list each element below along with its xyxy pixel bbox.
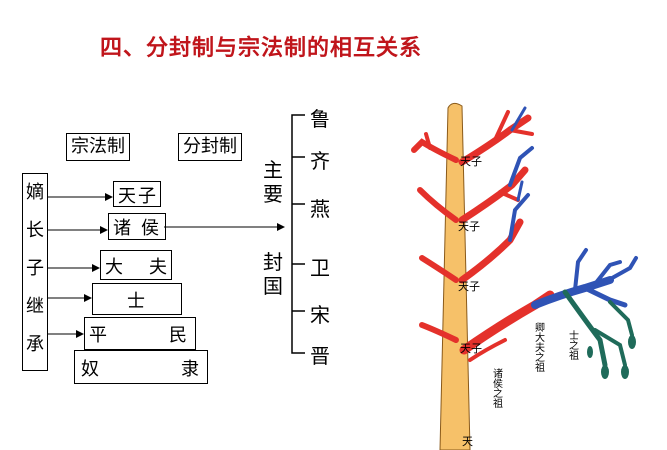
fief-label: 封 国 xyxy=(263,250,283,298)
state-lu: 鲁 xyxy=(310,107,330,131)
inheritance-char: 承 xyxy=(26,334,44,355)
trunk-label: 天子 xyxy=(458,220,480,233)
level-dafu: 大 夫 xyxy=(100,250,172,280)
dafu-branches xyxy=(508,106,638,309)
shi-label: 士之祖 xyxy=(567,329,579,361)
main-label: 主 要 xyxy=(263,158,283,206)
inheritance-column: 嫡 长 子 继 承 xyxy=(22,173,48,371)
page-title: 四、分封制与宗法制的相互关系 xyxy=(100,35,423,61)
level-shi: 士 xyxy=(92,283,182,315)
level-zhuhou: 诸 侯 xyxy=(108,213,166,240)
level-nuli: 奴 隶 xyxy=(74,350,208,384)
state-qi: 齐 xyxy=(310,149,330,173)
zhuhou-label: 诸侯之祖 xyxy=(491,368,503,409)
state-wei: 卫 xyxy=(310,256,330,280)
trunk-label: 天子 xyxy=(460,342,482,355)
state-yan: 燕 xyxy=(310,197,330,221)
trunk-label: 天子 xyxy=(460,155,482,168)
inheritance-char: 嫡 xyxy=(26,182,44,203)
lineage-tree: 天子 天子 天子 天子 天 诸侯之祖 卿大夫之祖 士之祖 xyxy=(411,102,638,450)
states-bracket xyxy=(291,114,305,354)
state-jin: 晋 xyxy=(310,344,330,368)
state-song: 宋 xyxy=(310,303,330,327)
zongfa-header: 宗法制 xyxy=(66,133,130,161)
level-tianzi: 天 子 xyxy=(113,181,161,207)
shi-leaves xyxy=(587,335,636,379)
inheritance-char: 子 xyxy=(26,258,44,279)
shi-branches xyxy=(562,289,634,368)
inheritance-char: 长 xyxy=(26,220,44,241)
qingdafu-label: 卿大夫之祖 xyxy=(533,322,545,373)
level-pingmin: 平 民 xyxy=(84,317,196,350)
trunk-label: 天子 xyxy=(458,280,480,293)
fenfeng-header: 分封制 xyxy=(178,133,242,161)
inheritance-char: 继 xyxy=(26,296,44,317)
trunk-label: 天 xyxy=(462,435,473,448)
